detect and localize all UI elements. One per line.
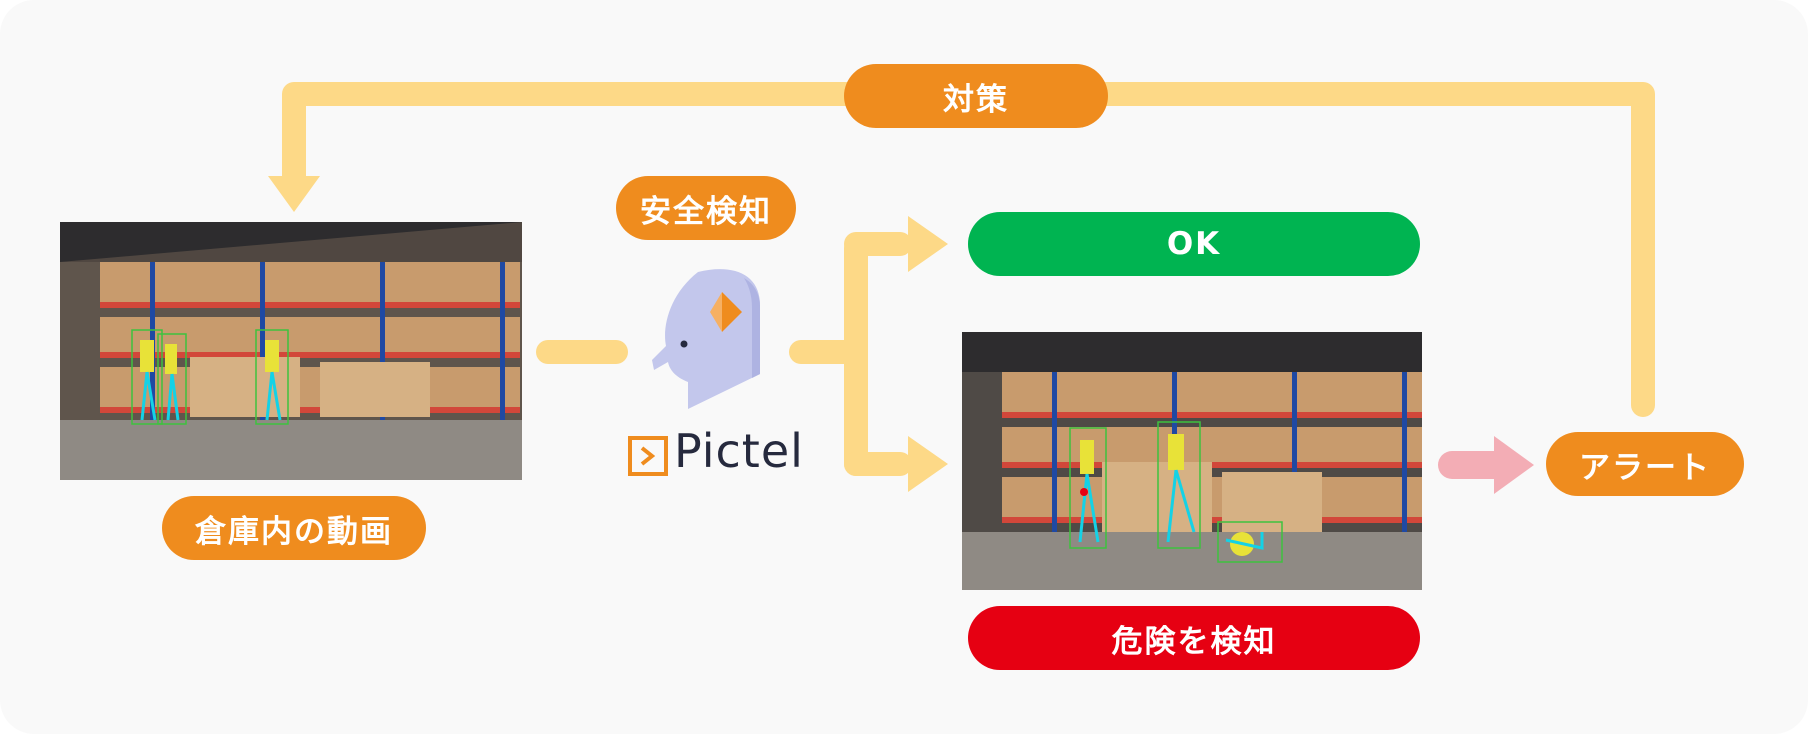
ok-result-label: OK bbox=[968, 212, 1420, 276]
countermeasure-label: 対策 bbox=[844, 64, 1108, 128]
danger-detection-image bbox=[962, 332, 1422, 590]
warehouse-video-label: 倉庫内の動画 bbox=[162, 496, 426, 560]
safety-detection-label: 安全検知 bbox=[616, 176, 796, 240]
arrowhead-to-ok bbox=[908, 216, 948, 272]
pictel-logo-mark-icon bbox=[628, 436, 668, 476]
pictel-logo-text: Pictel bbox=[674, 424, 804, 478]
arrowhead-to-danger bbox=[908, 436, 948, 492]
pictel-head-icon bbox=[652, 269, 760, 409]
arrowhead-down bbox=[268, 176, 320, 212]
warehouse-video-image bbox=[60, 222, 522, 480]
arrowhead-to-alert bbox=[1494, 436, 1534, 494]
danger-detected-label: 危険を検知 bbox=[968, 606, 1420, 670]
alert-label: アラート bbox=[1546, 432, 1744, 496]
